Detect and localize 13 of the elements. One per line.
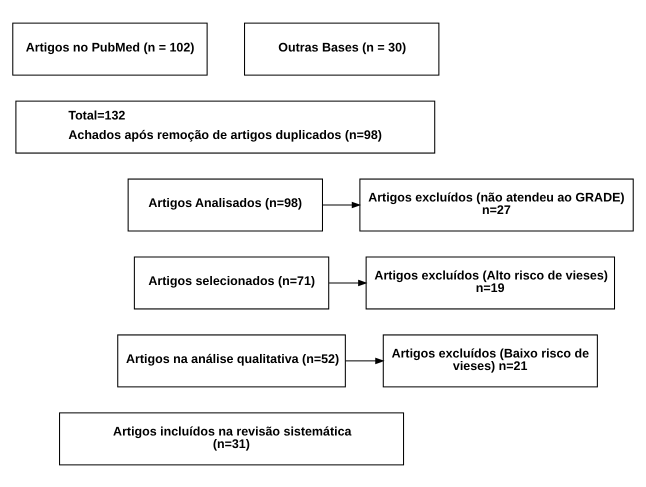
node-box: Artigos selecionados (n=71): [134, 256, 330, 309]
node-box: Artigos na análise qualitativa (n=52): [117, 334, 346, 387]
node-box: Artigos excluídos (Alto risco de vieses) n=19: [366, 256, 616, 309]
node-box: Artigos incluídos na revisão sistemática (n=31): [59, 412, 404, 465]
node-box: Artigos excluídos (não atendeu ao GRADE) n=27: [359, 178, 634, 232]
arrow: [346, 357, 385, 364]
arrow: [322, 201, 362, 208]
node-box: Outras Bases (n = 30): [244, 22, 440, 76]
node-box: Total=132 Achados após remoção de artigos duplicados (n=98): [15, 100, 436, 154]
arrow: [329, 279, 368, 286]
node-box: Artigos excluídos (Baixo risco de vieses) n=21: [382, 334, 598, 387]
node-box: Artigos no PubMed (n = 102): [12, 22, 208, 76]
node-box: Artigos Analisados (n=98): [128, 178, 323, 232]
